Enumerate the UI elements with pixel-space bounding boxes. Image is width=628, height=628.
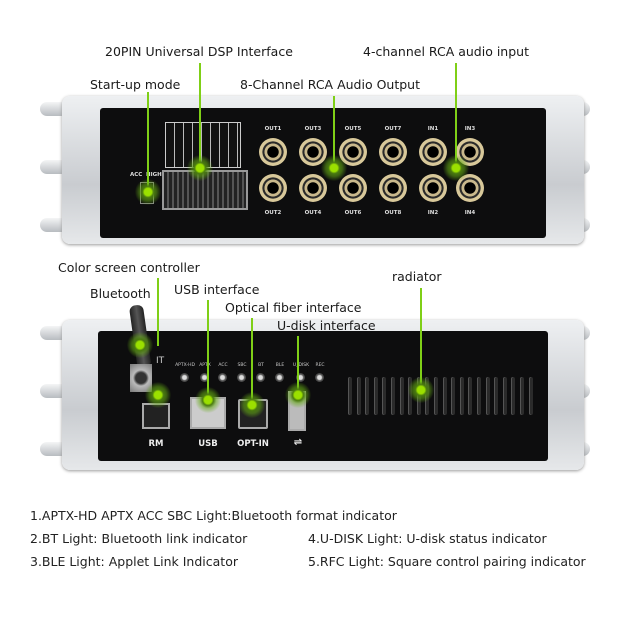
port-label-rm: RM xyxy=(148,439,164,449)
note-3: 3.BLE Light: Applet Link Indicator xyxy=(30,554,238,569)
jack-label: IN2 xyxy=(427,210,439,216)
acc-label: ACC xyxy=(130,172,143,178)
label-bluetooth: Bluetooth xyxy=(90,286,151,301)
leader-line xyxy=(207,300,209,400)
radiator-slot xyxy=(494,377,499,415)
usb-symbol-icon: ⇌ xyxy=(293,437,303,448)
note-5: 5.RFC Light: Square control pairing indi… xyxy=(308,554,586,569)
highlight-marker xyxy=(195,387,221,413)
jack-label: OUT7 xyxy=(384,126,402,132)
label-dsp-interface: 20PIN Universal DSP Interface xyxy=(105,44,293,59)
jack-label: OUT6 xyxy=(344,210,362,216)
leader-line xyxy=(420,288,422,390)
jack-label: OUT2 xyxy=(264,210,282,216)
leader-line xyxy=(455,63,457,168)
led-label: U_DISK xyxy=(292,363,310,368)
led-label: REC xyxy=(315,363,325,368)
jack-label: OUT1 xyxy=(264,126,282,132)
highlight-marker xyxy=(145,382,171,408)
highlight-marker xyxy=(285,382,311,408)
label-startup-mode: Start-up mode xyxy=(90,77,181,92)
led-label: APTX xyxy=(199,363,211,368)
leader-line xyxy=(251,318,253,406)
jack-label: OUT8 xyxy=(384,210,402,216)
jack-label: IN1 xyxy=(427,126,439,132)
bt-mark: IT xyxy=(156,356,165,366)
radiator-slot xyxy=(348,377,352,415)
led-label: SBC xyxy=(237,363,247,368)
jack-label: OUT3 xyxy=(304,126,322,132)
radiator-slot xyxy=(399,377,404,415)
label-radiator: radiator xyxy=(392,269,442,284)
rca-jack-out1[interactable] xyxy=(259,138,287,166)
label-rca-input: 4-channel RCA audio input xyxy=(363,44,529,59)
led-label: APTX-HD xyxy=(175,363,195,368)
led-label: ACC xyxy=(218,363,228,368)
indicator-led xyxy=(200,373,209,382)
leader-line xyxy=(199,63,201,168)
leader-line xyxy=(157,278,159,346)
jack-label: OUT5 xyxy=(344,126,362,132)
indicator-led xyxy=(296,373,305,382)
jack-label: IN3 xyxy=(464,126,476,132)
led-label: BT xyxy=(258,363,264,368)
jack-label: IN4 xyxy=(464,210,476,216)
radiator-slot xyxy=(451,377,456,415)
highlight-marker xyxy=(408,377,434,403)
highlight-marker xyxy=(127,332,153,358)
bottom-unit-panel: IT RM USB OPT-IN ⇌ APTX-HD APTX ACC SBC BT BL… xyxy=(98,331,548,461)
label-udisk: U-disk interface xyxy=(277,318,376,333)
label-usb-interface: USB interface xyxy=(174,282,260,297)
radiator-slot xyxy=(511,377,516,415)
radiator-slot xyxy=(520,377,524,415)
highlight-marker xyxy=(321,155,347,181)
highlight-marker xyxy=(239,392,265,418)
highlight-marker xyxy=(187,155,213,181)
leader-line xyxy=(333,96,335,168)
radiator-slot xyxy=(382,377,387,415)
indicator-led xyxy=(218,373,227,382)
radiator-slot xyxy=(459,377,464,415)
label-optical: Optical fiber interface xyxy=(225,300,362,315)
note-2: 2.BT Light: Bluetooth link indicator xyxy=(30,531,248,546)
jack-label: OUT4 xyxy=(304,210,322,216)
indicator-led xyxy=(275,373,284,382)
label-rca-output: 8-Channel RCA Audio Output xyxy=(240,77,420,92)
antenna-connector xyxy=(130,364,152,392)
highlight-marker xyxy=(443,155,469,181)
radiator-slot xyxy=(356,377,361,415)
rca-jack-in2[interactable] xyxy=(419,174,447,202)
rca-jack-out8[interactable] xyxy=(379,174,407,202)
radiator-slot xyxy=(528,377,533,415)
radiator-slot xyxy=(373,377,378,415)
leader-line xyxy=(297,336,299,396)
radiator-slot xyxy=(442,377,447,415)
rca-jack-out7[interactable] xyxy=(379,138,407,166)
label-color-screen: Color screen controller xyxy=(58,260,200,275)
radiator-slot xyxy=(365,377,370,415)
led-label: BLE xyxy=(275,363,285,368)
note-1: 1.APTX-HD APTX ACC SBC Light:Bluetooth f… xyxy=(30,508,397,523)
port-label-usb: USB xyxy=(198,439,218,449)
indicator-led xyxy=(180,373,189,382)
indicator-led xyxy=(315,373,324,382)
radiator-slot xyxy=(391,377,395,415)
highlight-marker xyxy=(135,179,161,205)
port-label-opt-in: OPT-IN xyxy=(237,439,269,449)
indicator-led xyxy=(256,373,265,382)
rca-jack-in1[interactable] xyxy=(419,138,447,166)
radiator-slot xyxy=(434,377,438,415)
leader-line xyxy=(147,92,149,192)
radiator-slot xyxy=(485,377,490,415)
radiator-slot xyxy=(477,377,481,415)
indicator-led xyxy=(237,373,246,382)
rca-jack-out2[interactable] xyxy=(259,174,287,202)
note-4: 4.U-DISK Light: U-disk status indicator xyxy=(308,531,547,546)
high-label: HIGH xyxy=(146,172,162,178)
rca-jack-out4[interactable] xyxy=(299,174,327,202)
rca-jack-out6[interactable] xyxy=(339,174,367,202)
radiator-slot xyxy=(502,377,507,415)
radiator-slot xyxy=(468,377,473,415)
